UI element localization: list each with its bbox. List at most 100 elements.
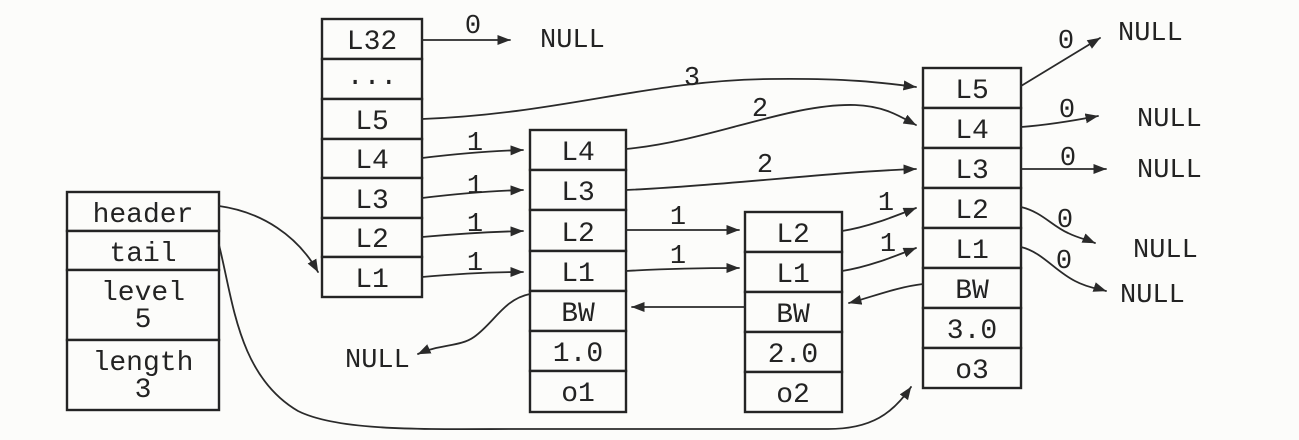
span-label-node1-l4: 2 <box>752 95 768 125</box>
cell-box <box>528 208 628 253</box>
cell-label: 1.0 <box>553 339 603 370</box>
cell-box <box>921 186 1023 230</box>
node1-cell-bw: BW <box>528 289 628 333</box>
span-label-tower-l3: 1 <box>467 172 483 202</box>
tower-cell-l5: L5 <box>320 97 424 141</box>
cell-box <box>65 338 221 412</box>
span-label-node1-l1: 1 <box>670 242 686 272</box>
span-label-node3-l1: 0 <box>1056 247 1072 277</box>
span-label-node3-l2: 0 <box>1057 206 1073 236</box>
tower-cell-l2: L2 <box>320 216 424 259</box>
cell-box <box>921 306 1023 350</box>
cell-box <box>320 216 424 259</box>
arrow-tail-to-node3 <box>218 244 912 431</box>
node3-cell-score: 3.0 <box>921 306 1023 350</box>
meta-box: header tail level 5 length 3 <box>65 190 221 412</box>
span-label-node3-l5: 0 <box>1058 27 1074 57</box>
cell-label: L1 <box>955 236 989 267</box>
node2-cell-obj: o2 <box>743 370 844 414</box>
arrow-tower-l2-to-node1 <box>421 226 524 238</box>
cell-label: BW <box>776 300 810 331</box>
span-label-node2-l2: 1 <box>878 189 894 219</box>
cell-label: length <box>93 348 194 379</box>
arrow-tower-l4-to-node1 <box>421 145 524 159</box>
node1-cell-l3: L3 <box>528 168 628 212</box>
span-label-node3-l4: 0 <box>1059 96 1075 126</box>
node1-cell-l2: L2 <box>528 208 628 253</box>
node-1: L4 L3 L2 L1 BW 1.0 o1 <box>528 128 628 414</box>
meta-cell-header: header <box>65 190 221 233</box>
tower-cell-l1: L1 <box>320 255 424 299</box>
tower-cell-l3: L3 <box>320 176 424 220</box>
arrow-tower-l5-to-node3 <box>421 77 917 120</box>
cell-label: L1 <box>776 260 810 291</box>
cell-label: L4 <box>955 116 989 147</box>
cell-box <box>921 66 1023 110</box>
node1-cell-score: 1.0 <box>528 329 628 373</box>
arrow-node2-l1-to-node3 <box>841 247 917 272</box>
cell-box <box>743 370 844 414</box>
meta-cell-length: length 3 <box>65 338 221 412</box>
span-label-tower-l5: 3 <box>684 64 700 94</box>
cell-label: L3 <box>955 156 989 187</box>
cell-label: L2 <box>776 220 810 251</box>
node3-cell-l3: L3 <box>921 146 1023 190</box>
cell-label: L3 <box>355 186 389 217</box>
arrow-node3-l1-to-null <box>1020 246 1107 292</box>
cell-label: L2 <box>955 196 989 227</box>
span-labels: 0 3 1 1 1 1 2 2 1 1 1 1 0 0 0 0 0 <box>465 12 1076 279</box>
cell-label: BW <box>561 299 595 330</box>
cell-label: L2 <box>561 219 595 250</box>
span-label-tower-l1: 1 <box>467 249 483 279</box>
cell-label: BW <box>955 276 989 307</box>
arrow-node1-l4-to-node3 <box>625 104 917 150</box>
node-3: L5 L4 L3 L2 L1 BW 3.0 o3 <box>921 66 1023 390</box>
arrow-node3-l4-to-null <box>1020 113 1099 128</box>
cell-label: L4 <box>355 146 389 177</box>
cell-label: L3 <box>561 178 595 209</box>
span-label-node1-l3: 2 <box>757 151 773 181</box>
node-2: L2 L1 BW 2.0 o2 <box>743 210 844 414</box>
cell-label: 2.0 <box>768 340 818 371</box>
tower-cell-l4: L4 <box>320 137 424 180</box>
cell-box <box>320 137 424 180</box>
cell-box <box>921 106 1023 150</box>
cell-label: 3.0 <box>947 316 997 347</box>
cell-label: L1 <box>561 259 595 290</box>
meta-cell-level: level 5 <box>65 268 221 342</box>
cell-label: o1 <box>561 379 595 410</box>
header-tower: L32 ... L5 L4 L3 L2 L1 <box>320 17 424 299</box>
node3-cell-l5: L5 <box>921 66 1023 110</box>
pointer-arrows <box>218 35 1107 431</box>
node1-cell-l1: L1 <box>528 249 628 293</box>
span-label-node1-l2: 1 <box>670 203 686 233</box>
node3-cell-bw: BW <box>921 266 1023 310</box>
cell-label: L4 <box>561 138 595 169</box>
null-label-node3-l2: NULL <box>1133 236 1198 266</box>
cell-value: 3 <box>135 375 152 406</box>
arrow-node3-l5-to-null <box>1020 37 1101 87</box>
cell-label: L5 <box>355 107 389 138</box>
arrow-header-to-tower <box>218 205 319 273</box>
tower-cell-l32: L32 <box>320 17 424 61</box>
arrow-tower-l3-to-node1 <box>421 185 524 199</box>
span-label-tower-l2: 1 <box>467 210 483 240</box>
arrow-node3-bw-to-node2 <box>848 283 924 305</box>
span-label-node3-l3: 0 <box>1060 144 1076 174</box>
cell-box <box>743 330 844 374</box>
arrow-node1-l1-to-node2 <box>625 263 740 274</box>
cell-box <box>528 168 628 212</box>
cell-label: L2 <box>355 225 389 256</box>
cell-label: ... <box>347 62 397 93</box>
null-label-node3-l4: NULL <box>1137 105 1202 135</box>
meta-cell-tail: tail <box>65 229 221 272</box>
null-labels: NULL NULL NULL NULL NULL NULL NULL <box>345 19 1202 376</box>
cell-label: o2 <box>776 380 810 411</box>
arrow-node1-l3-to-node3 <box>625 164 917 191</box>
node2-cell-score: 2.0 <box>743 330 844 374</box>
cell-box <box>528 369 628 414</box>
node3-cell-obj: o3 <box>921 346 1023 390</box>
null-label-node3-l5: NULL <box>1118 19 1183 49</box>
arrow-node3-l2-to-null <box>1020 206 1096 244</box>
